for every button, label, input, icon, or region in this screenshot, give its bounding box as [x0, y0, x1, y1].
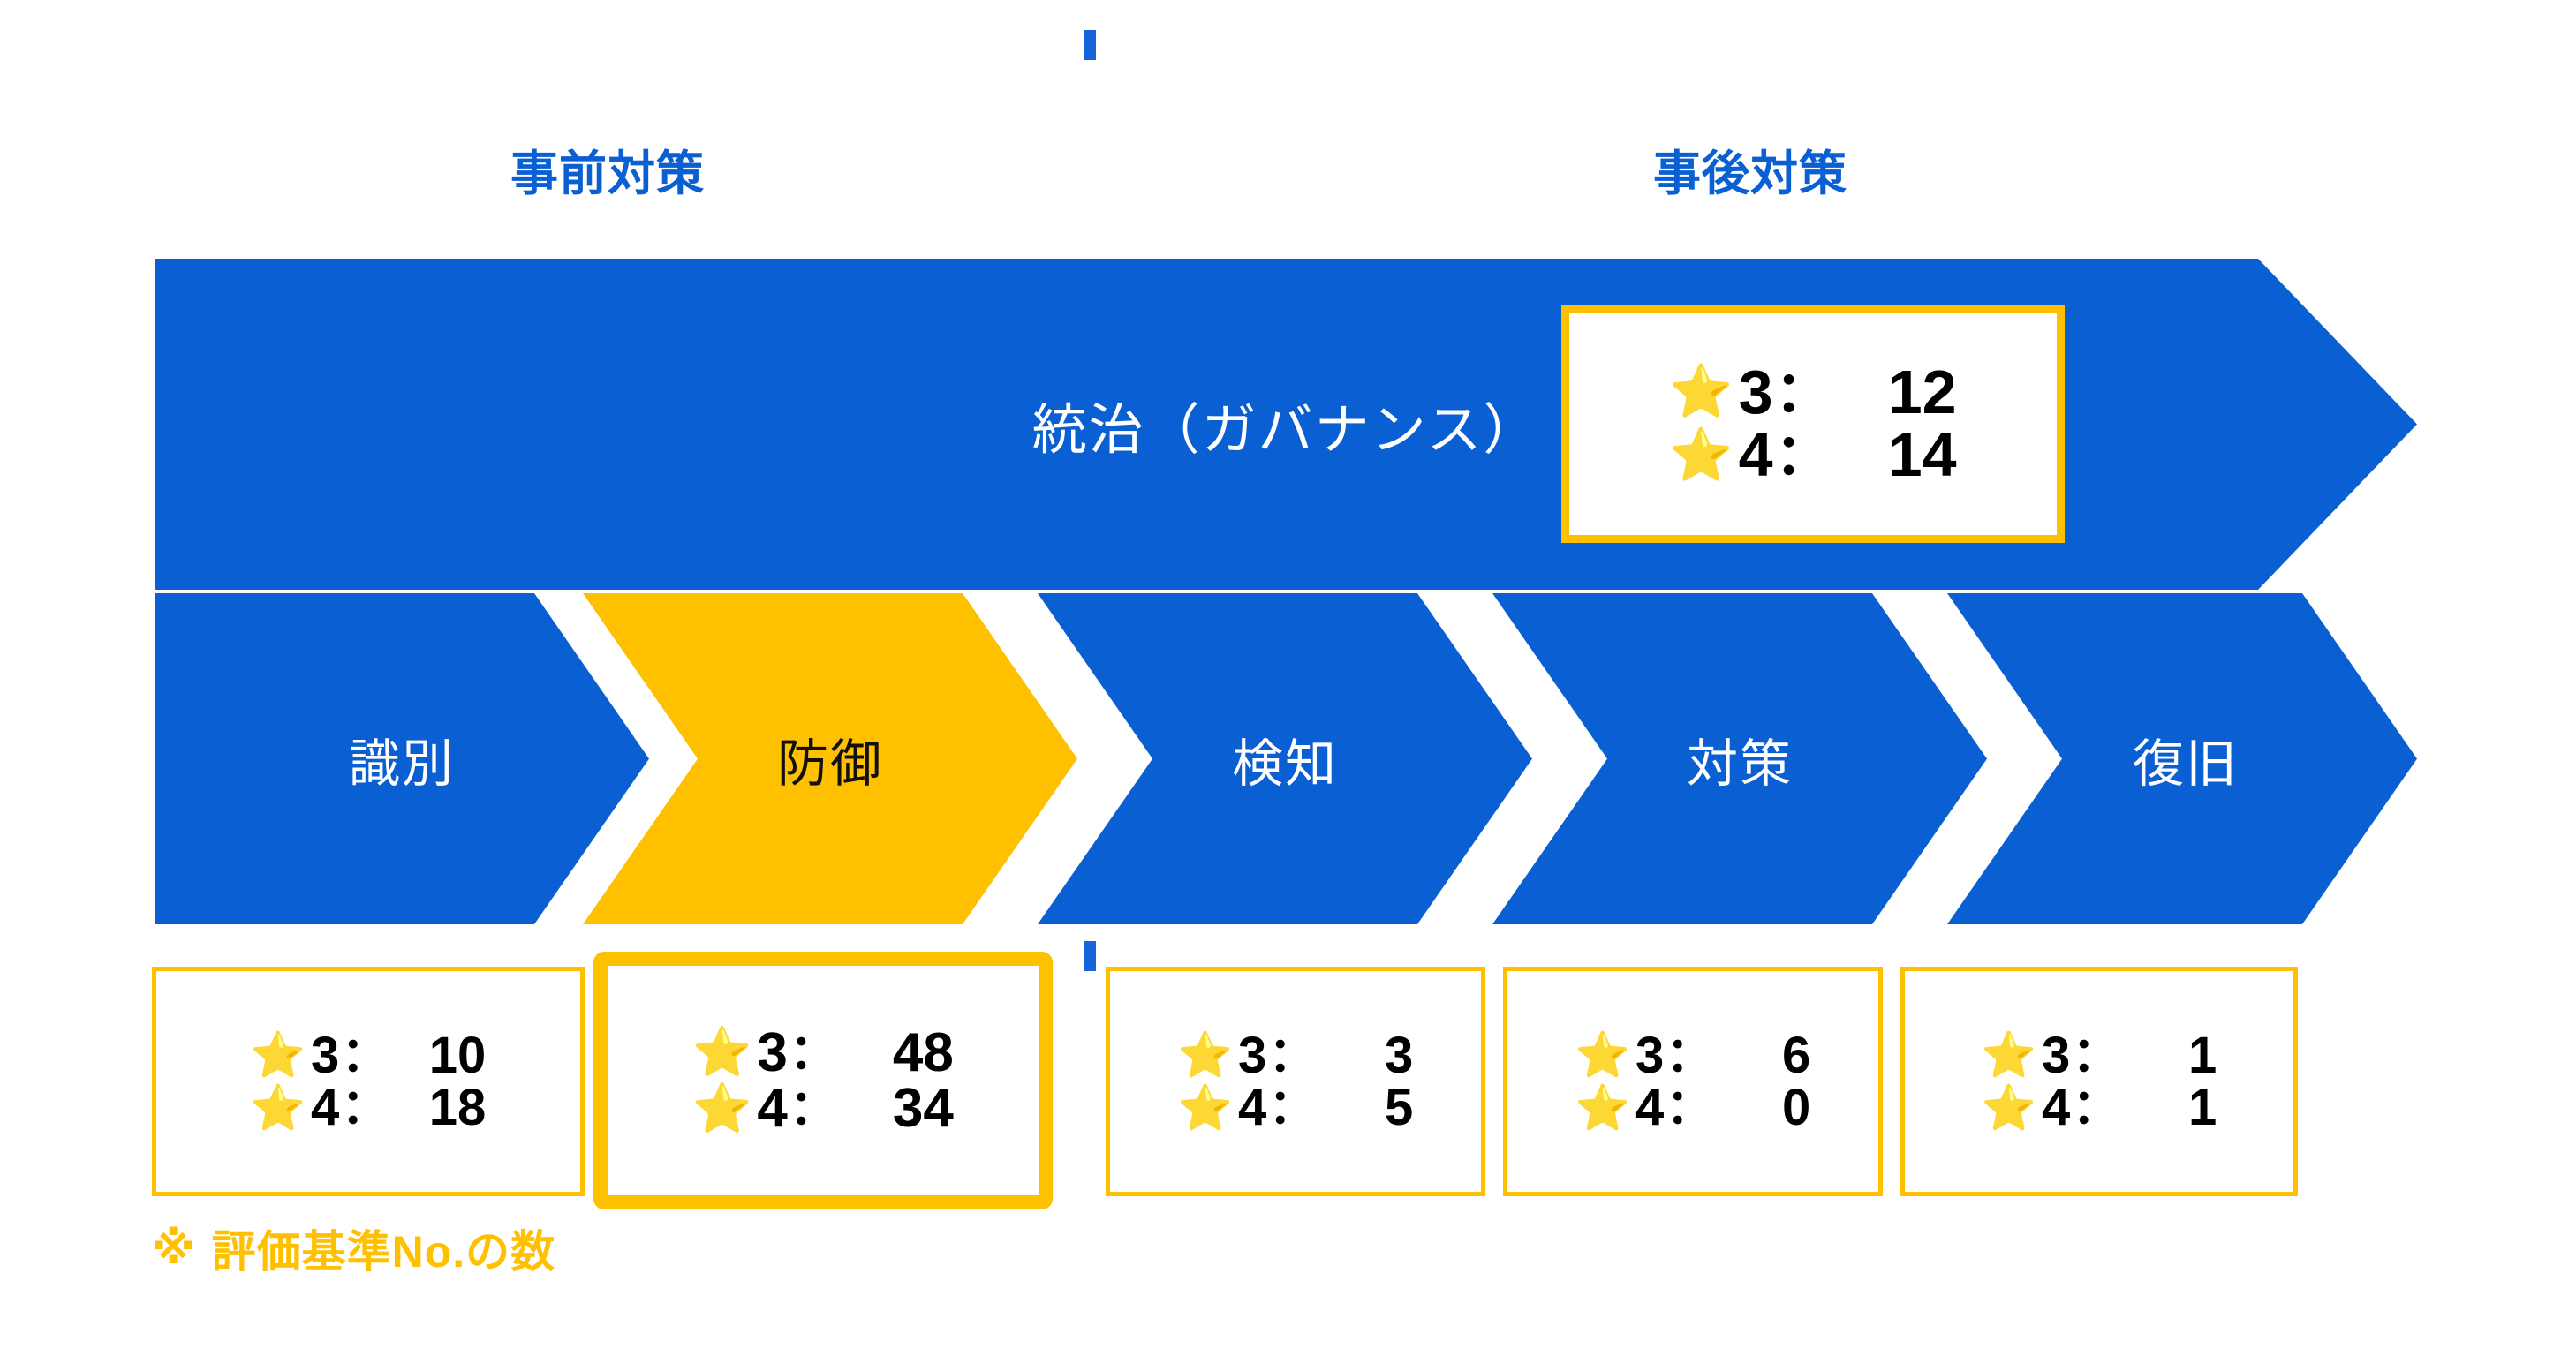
- stat-value: 6: [1782, 1026, 1811, 1084]
- stat-row: ⭐ 3 ： 12: [1669, 357, 1957, 426]
- stat-box-detect: ⭐ 3 ： 3 ⭐ 4 ： 5: [1106, 967, 1485, 1196]
- star-icon: ⭐: [1575, 1030, 1630, 1081]
- stat-value: 48: [892, 1021, 954, 1083]
- stat-value: 0: [1782, 1079, 1811, 1136]
- stat-key: 3: [757, 1021, 788, 1083]
- stat-row: ⭐ 3 ： 48: [692, 1025, 954, 1081]
- stat-separator: ：: [1268, 1028, 1317, 1081]
- stat-key: 4: [757, 1078, 788, 1139]
- stat-separator: ：: [1774, 423, 1832, 487]
- stat-row: ⭐ 4 ： 0: [1575, 1081, 1811, 1134]
- stat-box-identify: ⭐ 3 ： 10 ⭐ 4 ： 18: [152, 967, 585, 1196]
- stat-row: ⭐ 4 ： 34: [692, 1081, 954, 1136]
- governance-arrow-shape: [155, 259, 2417, 590]
- governance-band[interactable]: [155, 259, 2417, 590]
- star-icon: ⭐: [1575, 1082, 1630, 1133]
- stat-key: 3: [1738, 357, 1773, 426]
- star-icon: ⭐: [1981, 1082, 2036, 1133]
- footnote-marker-icon: ※: [152, 1224, 196, 1273]
- stat-key: 3: [2042, 1026, 2071, 1084]
- stat-separator: ：: [341, 1081, 389, 1134]
- stat-row: ⭐ 3 ： 6: [1575, 1029, 1811, 1081]
- stat-row: ⭐ 3 ： 10: [251, 1029, 487, 1081]
- stat-row: ⭐ 4 ： 18: [251, 1081, 487, 1134]
- stat-separator: ：: [2072, 1081, 2120, 1134]
- stat-box-respond: ⭐ 3 ： 6 ⭐ 4 ： 0: [1503, 967, 1883, 1196]
- star-icon: ⭐: [250, 1082, 306, 1133]
- stat-value: 10: [428, 1026, 487, 1084]
- star-icon: ⭐: [1981, 1030, 2036, 1081]
- stat-separator: ：: [789, 1025, 837, 1079]
- chevron-shape-4: [1492, 593, 1987, 924]
- chevron-shape-3: [1038, 593, 1532, 924]
- phase-divider-top: [1084, 30, 1096, 261]
- star-icon: ⭐: [1177, 1082, 1233, 1133]
- stat-separator: ：: [789, 1081, 837, 1135]
- stat-value: 1: [2188, 1026, 2217, 1084]
- stat-key: 4: [1738, 420, 1773, 489]
- stat-value: 5: [1385, 1079, 1414, 1136]
- stat-key: 4: [1635, 1079, 1665, 1136]
- star-icon: ⭐: [1177, 1030, 1233, 1081]
- phase-label-pre: 事前対策: [510, 147, 705, 200]
- stat-key: 4: [2042, 1079, 2071, 1136]
- stat-value: 18: [428, 1079, 487, 1136]
- function-chevron-row: [155, 593, 2417, 924]
- stat-value: 1: [2188, 1079, 2217, 1136]
- governance-stat-box: ⭐ 3 ： 12 ⭐ 4 ： 14: [1561, 305, 2065, 543]
- stat-row: ⭐ 4 ： 5: [1178, 1081, 1414, 1134]
- phase-label-post: 事後対策: [1653, 147, 1847, 200]
- chevron-shape-5: [1947, 593, 2417, 924]
- stat-value: 3: [1385, 1026, 1414, 1084]
- stat-box-recover: ⭐ 3 ： 1 ⭐ 4 ： 1: [1900, 967, 2298, 1196]
- stat-key: 4: [311, 1079, 340, 1136]
- stat-value: 34: [892, 1078, 954, 1139]
- stat-key: 3: [1238, 1026, 1267, 1084]
- stat-separator: ：: [1268, 1081, 1317, 1134]
- stat-separator: ：: [1666, 1028, 1714, 1081]
- stat-separator: ：: [341, 1028, 389, 1081]
- stat-key: 3: [1635, 1026, 1665, 1084]
- star-icon: ⭐: [692, 1081, 752, 1135]
- chevron-shape-2: [583, 593, 1077, 924]
- star-icon: ⭐: [1669, 363, 1734, 421]
- phase-divider-bottom: [1084, 941, 1096, 1294]
- stat-separator: ：: [2072, 1028, 2120, 1081]
- stat-box-protect: ⭐ 3 ： 48 ⭐ 4 ： 34: [593, 952, 1053, 1209]
- stat-separator: ：: [1666, 1081, 1714, 1134]
- stat-row: ⭐ 4 ： 1: [1982, 1081, 2217, 1134]
- stat-value: 14: [1887, 420, 1957, 489]
- stat-row: ⭐ 3 ： 3: [1178, 1029, 1414, 1081]
- star-icon: ⭐: [692, 1026, 752, 1080]
- stat-row: ⭐ 4 ： 14: [1669, 420, 1957, 489]
- chevron-shape-1: [155, 593, 649, 924]
- stat-separator: ：: [1774, 359, 1832, 424]
- footnote-text: 評価基準No.の数: [211, 1227, 556, 1277]
- star-icon: ⭐: [1669, 426, 1734, 484]
- stat-row: ⭐ 3 ： 1: [1982, 1029, 2217, 1081]
- star-icon: ⭐: [250, 1030, 306, 1081]
- stat-key: 4: [1238, 1079, 1267, 1136]
- stat-value: 12: [1887, 357, 1957, 426]
- stat-key: 3: [311, 1026, 340, 1084]
- footnote: ※ 評価基準No.の数: [152, 1217, 555, 1280]
